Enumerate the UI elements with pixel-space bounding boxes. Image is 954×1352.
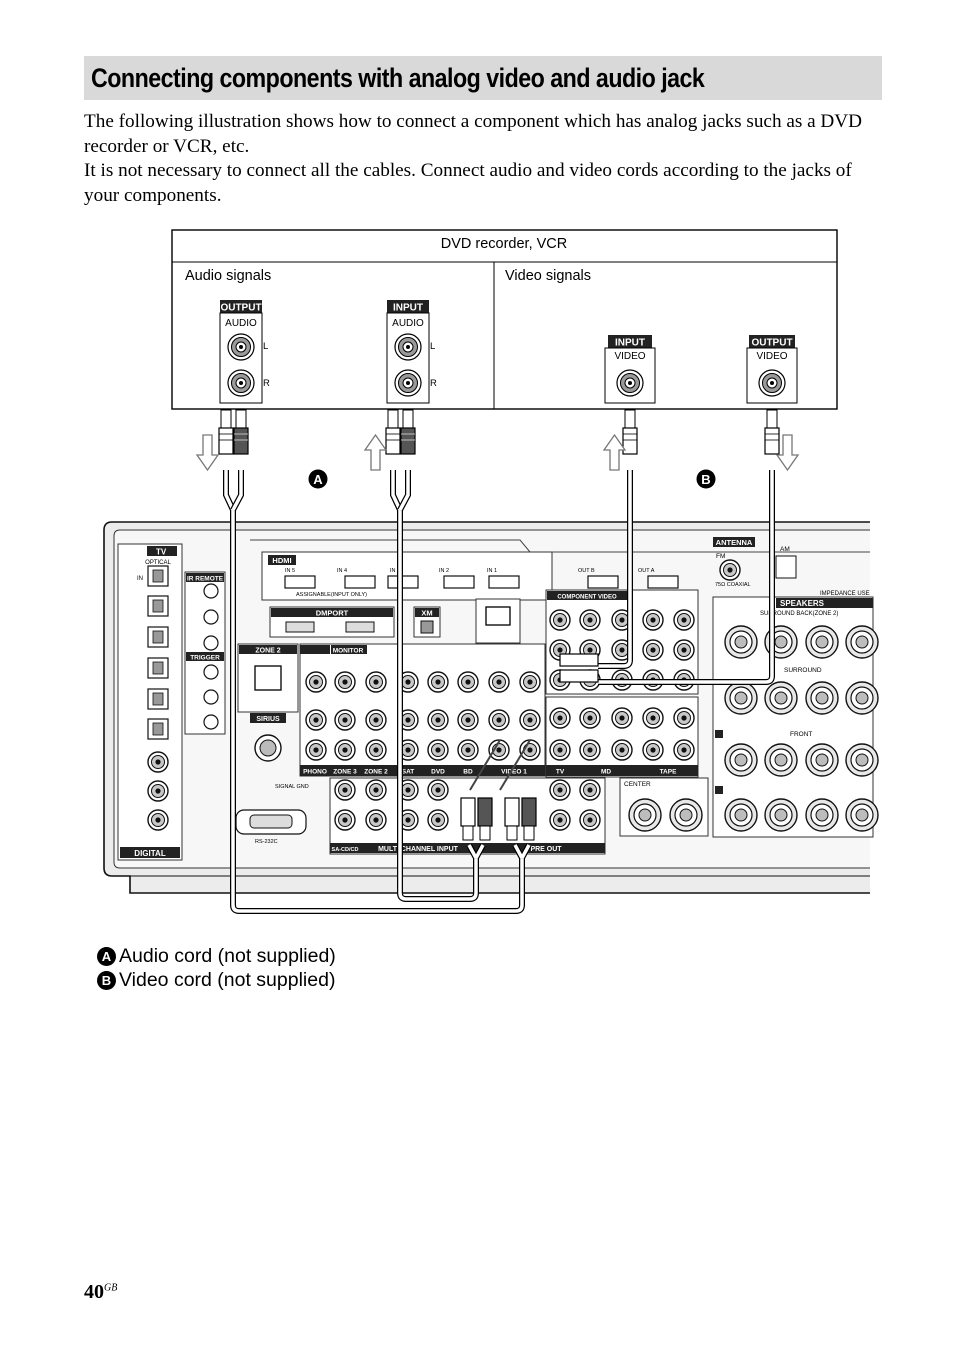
signal-gnd-label: SIGNAL GND — [275, 784, 309, 790]
hdmi-label: HDMI — [272, 556, 291, 565]
audio-input-up-arrow — [363, 433, 388, 471]
component-video-label: COMPONENT VIDEO — [557, 595, 617, 601]
cable-plugs-bottom — [460, 653, 599, 841]
antenna-label: ANTENNA — [716, 538, 753, 547]
marker-a-text: A — [313, 472, 323, 487]
audio-input-r-label: R — [430, 378, 437, 389]
hdmi-in4: IN 4 — [337, 568, 347, 574]
surround-back-label: SURROUND BACK(ZONE 2) — [760, 611, 838, 617]
legend-b-text: Video cord (not supplied) — [119, 969, 336, 991]
video-output-jack — [758, 369, 786, 397]
multi-channel-label: MULTI CHANNEL INPUT — [378, 846, 459, 853]
component-title: DVD recorder, VCR — [441, 236, 568, 252]
bd-label: BD — [463, 769, 473, 776]
dvd-label: DVD — [431, 769, 445, 776]
cable-plugs-top — [218, 409, 780, 455]
heading-bar — [84, 56, 882, 100]
page-number-value: 40 — [84, 1281, 104, 1303]
intro-paragraph-1: The following illustration shows how to … — [84, 111, 862, 157]
audio-output-r-label: R — [263, 378, 270, 389]
video-input-badge: INPUT — [615, 338, 645, 349]
zone2-bottom-label: ZONE 2 — [364, 769, 388, 776]
video-output-badge: OUTPUT — [751, 338, 792, 349]
legend-b-mark: B — [97, 971, 116, 990]
legend-a-mark: A — [97, 947, 116, 966]
section-heading: Connecting components with analog video … — [91, 63, 705, 93]
audio-signals-header: Audio signals — [185, 268, 271, 284]
sat-label: SAT — [402, 769, 415, 776]
hdmi-in5: IN 5 — [285, 568, 295, 574]
audio-input-jacks: INPUT AUDIO L R — [386, 300, 437, 404]
sirius-label: SIRIUS — [256, 716, 280, 723]
component-box: DVD recorder, VCR Audio signals Video si… — [171, 229, 838, 410]
audio-output-jacks: OUTPUT AUDIO L R — [219, 300, 270, 404]
optical-label: OPTICAL — [145, 560, 171, 566]
hdmi-out-a: OUT A — [638, 568, 655, 574]
legend-a-text: Audio cord (not supplied) — [119, 945, 336, 967]
hdmi-in2: IN 2 — [439, 568, 449, 574]
hdmi-assignable: ASSIGNABLE(INPUT ONLY) — [296, 592, 367, 598]
hdmi-out-b: OUT B — [578, 568, 595, 574]
video1-label: VIDEO 1 — [501, 769, 527, 776]
digital-label: DIGITAL — [134, 849, 166, 858]
audio-input-badge: INPUT — [393, 303, 423, 314]
phono-label: PHONO — [303, 769, 327, 776]
am-label: AM — [780, 546, 790, 553]
signal-flow-arrows — [195, 433, 800, 472]
front-label: FRONT — [790, 731, 812, 738]
zone2-label: ZONE 2 — [255, 648, 280, 655]
marker-b-text: B — [701, 472, 710, 487]
xm-label: XM — [421, 609, 432, 618]
audio-input-type: AUDIO — [392, 318, 424, 329]
tape-label: TAPE — [660, 769, 678, 776]
fm-label: FM — [716, 553, 725, 560]
rs232c-label: RS-232C — [255, 839, 278, 845]
sacd-label: SA-CD/CD — [332, 847, 359, 853]
dmport-label: DMPORT — [316, 609, 349, 618]
page-number-suffix: GB — [104, 1282, 118, 1294]
audio-output-r-jack — [227, 369, 255, 397]
intro-paragraph-2: It is not necessary to connect all the c… — [84, 160, 852, 206]
impedance-label: IMPEDANCE USE — [820, 591, 870, 597]
ir-remote-label: IR REMOTE — [187, 576, 224, 583]
audio-input-l-label: L — [430, 341, 435, 352]
marker-a: A — [308, 469, 328, 489]
tv-label: TV — [156, 548, 167, 557]
trigger-label: TRIGGER — [190, 655, 220, 662]
pre-out-label: PRE OUT — [530, 846, 562, 853]
cables — [223, 470, 775, 914]
md-label: MD — [601, 769, 611, 776]
coaxial-label: 75Ω COAXIAL — [715, 582, 751, 588]
monitor-label: MONITOR — [333, 648, 364, 655]
hdmi-in3: IN 3 — [390, 568, 400, 574]
tv-in-label: IN — [137, 576, 143, 582]
video-output-jack-group: OUTPUT VIDEO — [746, 335, 798, 404]
audio-output-l-label: L — [263, 341, 268, 352]
audio-output-type: AUDIO — [225, 318, 257, 329]
speakers-label: SPEAKERS — [780, 599, 825, 608]
marker-b: B — [696, 469, 716, 489]
zone3-label: ZONE 3 — [333, 769, 357, 776]
video-input-jack-group: INPUT VIDEO — [604, 335, 656, 404]
audio-input-l-jack — [394, 333, 422, 361]
video-input-up-arrow — [602, 433, 627, 471]
audio-output-badge: OUTPUT — [220, 303, 261, 314]
audio-output-down-arrow — [195, 434, 220, 472]
tv-bottom-label: TV — [556, 769, 565, 776]
video-output-type: VIDEO — [756, 351, 787, 362]
surround-label: SURROUND — [784, 667, 822, 674]
page-number: 40GB — [84, 1281, 117, 1304]
hdmi-in1: IN 1 — [487, 568, 497, 574]
receiver-rear-panel: TV OPTICAL IN DIGITAL IR REMOTE — [103, 521, 879, 894]
video-signals-header: Video signals — [505, 268, 591, 284]
center-label: CENTER — [624, 781, 651, 788]
audio-input-r-jack — [394, 369, 422, 397]
video-input-jack — [616, 369, 644, 397]
video-input-type: VIDEO — [614, 351, 645, 362]
audio-output-l-jack — [227, 333, 255, 361]
video-output-down-arrow — [775, 434, 800, 472]
